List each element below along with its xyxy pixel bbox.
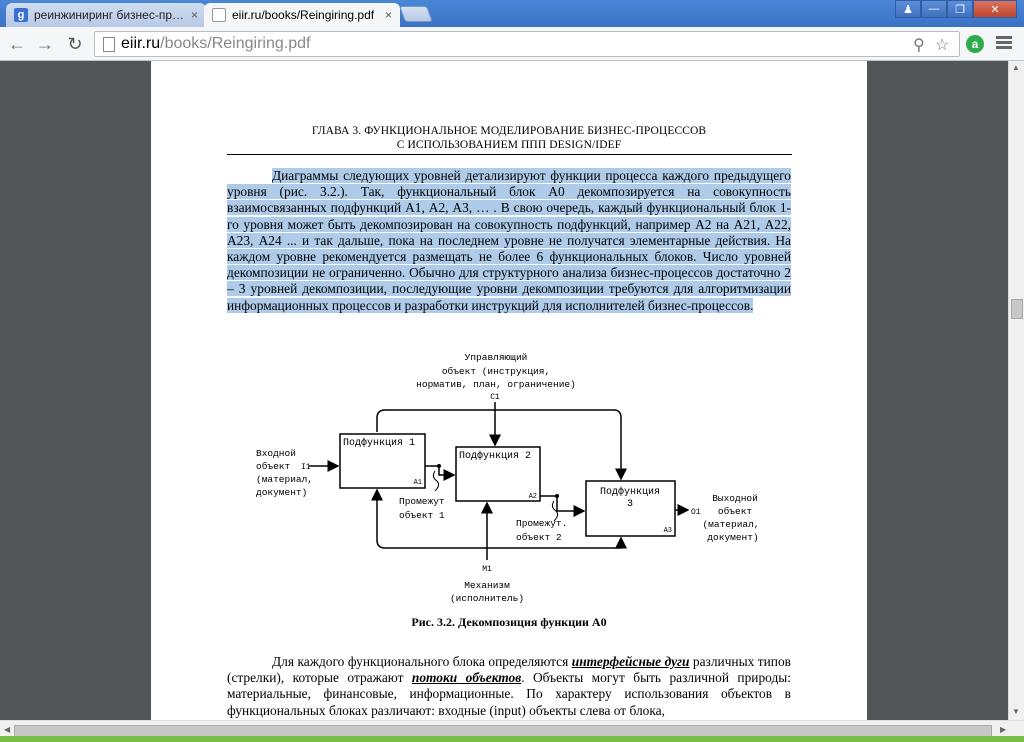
input-label-2: объект [256,461,291,472]
new-tab-button[interactable] [399,6,433,22]
close-icon[interactable]: × [190,8,198,22]
vertical-scroll-thumb[interactable] [1011,299,1023,319]
control-label-3: норматив, план, ограничение) [416,379,576,390]
mechanism-label-1: Механизм [464,580,510,591]
block-a2 [455,446,541,502]
title-bar: g реинжиниринг бизнес-проце × eiir.ru/bo… [0,0,1024,27]
mechanism-code: M1 [482,565,492,574]
paragraph-selected[interactable]: Диаграммы следующих уровней детализируют… [227,168,791,314]
output-label-1: Выходной [712,493,758,504]
block-a3-code: A3 [664,527,672,535]
block-a1-code: A1 [414,479,422,487]
selected-text: Диаграммы следующих уровней детализируют… [227,168,791,313]
block-a1-title: Подфункция 1 [343,436,415,449]
block-a3-title2: 3 [627,499,633,510]
forward-arrow-icon[interactable]: → [36,33,54,54]
user-icon[interactable]: ♟ [895,0,921,18]
extension-icon[interactable]: a [966,35,984,53]
pdf-viewer: ГЛАВА 3. ФУНКЦИОНАЛЬНОЕ МОДЕЛИРОВАНИЕ БИ… [0,61,1008,720]
tab-search[interactable]: g реинжиниринг бизнес-проце × [6,3,206,27]
output-label-3: (материал, [702,519,759,530]
input-code: I1 [301,463,311,472]
tab-pdf[interactable]: eiir.ru/books/Reingiring.pdf × [204,3,400,27]
control-label-2: объект (инструкция, [442,366,550,377]
window-close-icon[interactable]: ✕ [973,0,1017,18]
scroll-down-icon[interactable]: ▼ [1012,707,1020,716]
input-label-3: (материал, [256,474,313,485]
window-controls: ♟ — ❐ ✕ [895,0,1017,20]
mechanism-label-2: (исполнитель) [450,593,524,604]
intermediate-label-1b: объект 1 [399,510,445,521]
intermediate-label-2a: Промежут. [516,518,567,529]
block-a2-title: Подфункция 2 [459,449,531,462]
tab-title: eiir.ru/books/Reingiring.pdf [232,8,375,22]
output-label-2: объект [718,506,753,517]
input-label-4: документ) [256,487,307,498]
scroll-up-icon[interactable]: ▲ [1012,63,1020,72]
menu-icon[interactable] [996,36,1012,50]
google-icon: g [14,8,28,22]
vertical-scrollbar[interactable]: ▲ ▼ [1008,61,1024,720]
pdf-page: ГЛАВА 3. ФУНКЦИОНАЛЬНОЕ МОДЕЛИРОВАНИЕ БИ… [151,61,867,720]
close-icon[interactable]: × [384,8,392,22]
paragraph-2: Для каждого функционального блока опреде… [227,654,791,718]
zoom-icon[interactable]: ⚲ [913,37,925,54]
scroll-left-icon[interactable]: ◀ [4,725,11,734]
url-path: /books/Reingiring.pdf [160,35,311,52]
figure-caption: Рис. 3.2. Декомпозиция функции А0 [411,615,607,629]
scroll-right-icon[interactable]: ▶ [1000,725,1007,734]
address-bar[interactable]: eiir.ru/books/Reingiring.pdf ⚲ ☆ [94,31,960,57]
status-strip [0,736,1024,742]
intermediate-label-2b: объект 2 [516,532,562,543]
block-a3 [585,480,676,537]
heading-rule [227,154,792,155]
chapter-subheading: С ИСПОЛЬЗОВАНИЕМ ППП DESIGN/IDEF [396,139,622,151]
decomposition-diagram: Управляющий объект (инструкция, норматив… [256,352,760,604]
url-host: eiir.ru [121,35,161,52]
control-code: C1 [490,393,500,402]
output-code: O1 [691,508,701,517]
block-a3-title: Подфункция [600,485,660,498]
back-arrow-icon[interactable]: ← [8,33,26,54]
term-object-flows: потоки объектов [411,670,522,686]
intermediate-label-1a: Промежут [399,496,445,507]
input-label-1: Входной [256,448,296,459]
restore-icon[interactable]: ❐ [947,0,973,18]
term-interface-arcs: интерфейсные дуги [571,654,690,669]
chapter-heading: ГЛАВА 3. ФУНКЦИОНАЛЬНОЕ МОДЕЛИРОВАНИЕ БИ… [311,125,707,137]
browser-toolbar: ← → ↻ eiir.ru/books/Reingiring.pdf ⚲ ☆ a [0,27,1024,61]
block-a1 [339,433,426,489]
bookmark-star-icon[interactable]: ☆ [935,37,950,54]
output-label-4: документ) [707,532,758,543]
minimize-icon[interactable]: — [921,0,947,18]
document-icon [212,8,226,22]
reload-icon[interactable]: ↻ [67,33,83,54]
page-icon [103,36,115,52]
block-a2-code: A2 [529,493,537,501]
control-label-1: Управляющий [465,352,528,363]
tab-title: реинжиниринг бизнес-проце [34,8,185,22]
